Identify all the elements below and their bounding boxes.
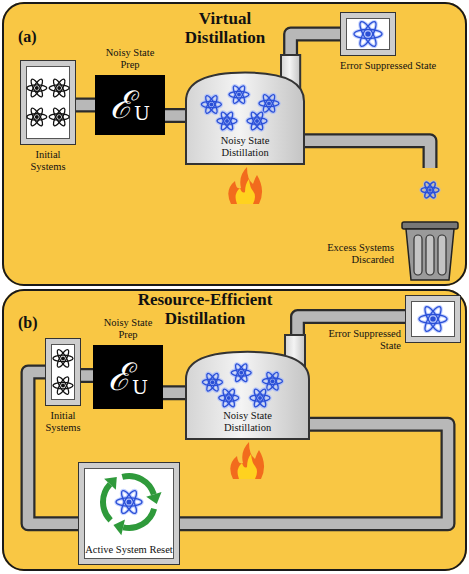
pipe-fill [305,141,430,168]
pipe-outline [163,385,185,400]
atom-icon [229,84,249,105]
symbol-group: ℰU [95,75,165,135]
flame [230,442,264,479]
distillation-vessel: Noisy State Distillation [185,55,305,165]
flame [228,167,262,204]
pipe-fill [81,370,93,381]
panel-ground [2,2,467,286]
pipe-connector [165,115,185,116]
panel-tag: (a) [18,28,37,46]
box-label: Noisy State Prep [97,317,159,341]
vessel-neck [281,55,300,88]
diagram-panel: (a)Virtual DistillationInitial SystemsNo… [2,2,467,286]
panel-ground [2,289,467,571]
pipe-fill [163,388,185,399]
atom-icon [201,94,221,115]
box-label: Initial Systems [17,149,79,173]
pipe-fill [165,110,185,121]
pipe-fill [76,100,95,111]
box-label: Error Suppressed State [317,328,401,352]
vessel-neck [285,335,305,367]
symbol-group: ℰU [93,345,163,409]
recycle-arrowhead [104,477,117,490]
atom-icon [259,93,279,114]
trash-can: Excess Systems Discarded [398,168,462,282]
trash-lid [402,222,458,229]
recycle-arc [103,484,111,520]
atom-icon [263,371,283,392]
atom-icon [250,388,270,409]
atom-icon [354,20,382,49]
recycle-arc [122,476,154,494]
atom-icon [27,107,47,128]
pipe-fill [291,34,340,55]
vessel-body [186,73,304,164]
atom-icon [219,388,239,409]
box-label: Excess Systems Discarded [316,242,394,266]
node-illustration [20,60,76,145]
node-illustration [405,295,461,343]
system-box: Initial Systems [45,338,81,406]
atom-icon [203,372,223,393]
atom-icon [419,305,447,334]
node-illustration [398,168,462,282]
trash-rib [414,235,422,275]
reset-box: Active System Reset [78,462,180,565]
pipe-connector [180,424,448,524]
trash-body [406,229,454,280]
box-label: Error Suppressed State [340,60,464,72]
recycle-arrowhead [146,492,161,504]
box-label: Noisy State Distillation [202,135,288,159]
pipe-connector [163,392,185,393]
node-illustration [45,338,81,406]
atom-icon [27,78,47,99]
pipe-outline [180,424,448,524]
distillation-vessel: Noisy State Distillation [185,335,310,440]
channel-box: Noisy State PrepℰU [93,345,163,409]
panel-tag: (b) [18,314,38,332]
pipe-outline [305,141,430,168]
vessel-body [186,352,309,439]
diagram-panel: (b)Resource-Efficient DistillationInitia… [2,289,467,571]
pipe-outline [291,34,340,55]
atom-icon [116,489,142,516]
atom-icon [49,107,69,128]
atom-icon [421,181,439,199]
pipe-fill [180,424,448,524]
pipe-connector [305,141,430,168]
panel-title: Virtual Distillation [163,10,287,47]
box-label: Active System Reset [84,544,174,556]
channel-symbol: ℰ [110,86,133,124]
channel-subscript: U [132,378,148,397]
atom-icon [231,363,251,384]
channel-symbol: ℰ [108,358,131,396]
pipe-outline [76,98,95,113]
pipe-outline [165,108,185,123]
pipe-connector [291,34,340,55]
trash-rib [426,235,434,275]
node-illustration [340,12,396,56]
recycle-arrowhead [113,520,125,536]
atom-icon [53,375,73,396]
system-box: Initial Systems [20,60,76,145]
box-label: Noisy State Prep [99,47,161,71]
box-label: Initial Systems [32,410,94,434]
trash-rib [438,235,446,275]
pipe-outline [81,368,93,383]
atom-icon [217,111,237,132]
atom-icon [247,111,267,132]
atom-icon [49,78,69,99]
output-box: Error Suppressed State [405,295,461,343]
channel-subscript: U [134,104,150,123]
channel-box: Noisy State PrepℰU [95,75,165,135]
atom-icon [53,348,73,369]
pipe-connector [76,105,95,106]
box-label: Noisy State Distillation [205,410,291,434]
pipe-connector [81,375,93,376]
recycle-arc [123,509,154,528]
output-box: Error Suppressed State [340,12,396,56]
